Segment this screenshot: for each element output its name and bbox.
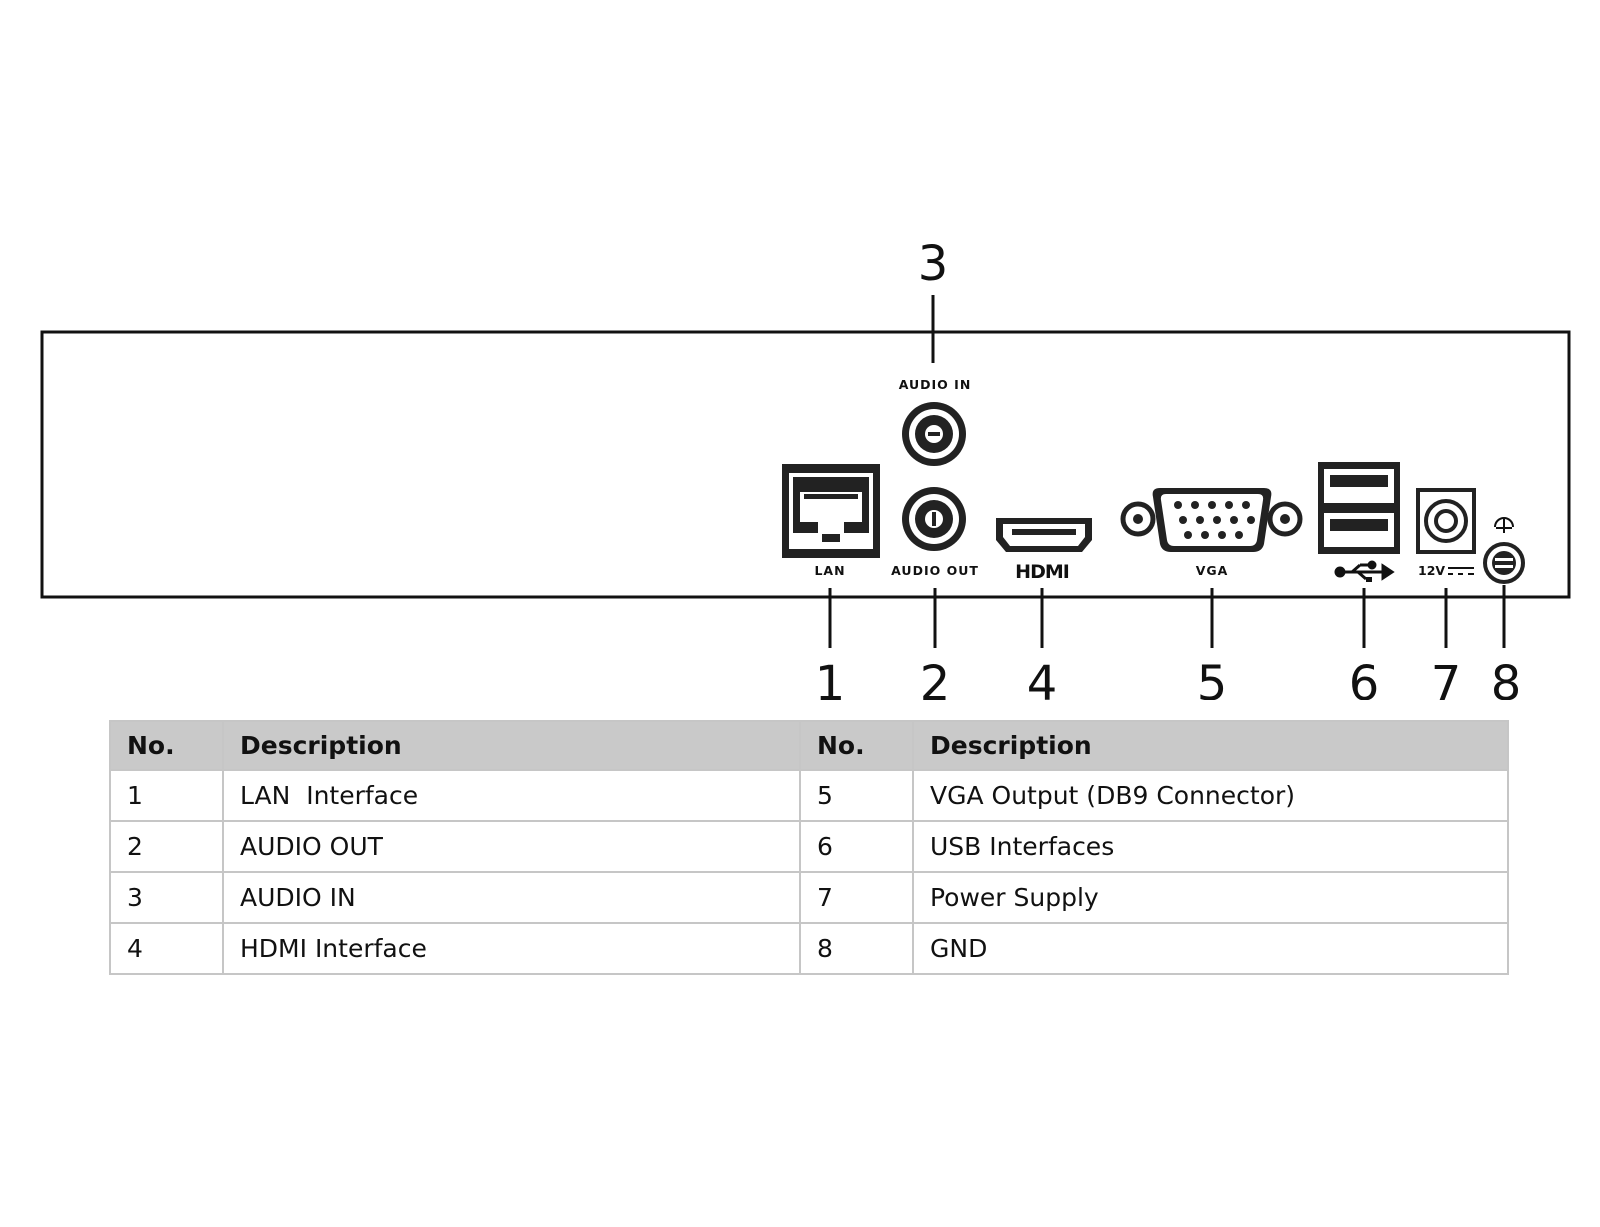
hdmi-logo-label: HDMI xyxy=(1015,561,1069,583)
power-jack-icon xyxy=(1416,488,1476,554)
cell-description: AUDIO IN xyxy=(222,871,801,924)
cell-no-2: 6 xyxy=(799,820,914,873)
table-row: 2 AUDIO OUT 6 USB Interfaces xyxy=(109,820,1509,873)
ground-symbol-icon xyxy=(1494,517,1514,533)
cell-no: 2 xyxy=(109,820,224,873)
lan-label: LAN xyxy=(814,563,845,578)
callout-3: 3 xyxy=(918,236,949,292)
audio-out-jack-icon xyxy=(902,487,966,551)
port-description-table: No. Description No. Description 1 LAN In… xyxy=(109,720,1509,975)
cell-no-2: 8 xyxy=(799,922,914,975)
power-label: 12V xyxy=(1418,563,1445,578)
hdmi-port-icon xyxy=(996,518,1092,552)
cell-description-2: Power Supply xyxy=(912,871,1509,924)
cell-no-2: 7 xyxy=(799,871,914,924)
cell-no-2: 5 xyxy=(799,769,914,822)
usb-ports-icon xyxy=(1318,462,1400,554)
cell-no: 4 xyxy=(109,922,224,975)
dc-symbol-icon xyxy=(1448,567,1474,575)
cell-description-2: USB Interfaces xyxy=(912,820,1509,873)
cell-no: 1 xyxy=(109,769,224,822)
callout-8: 8 xyxy=(1491,656,1522,700)
table-row: 4 HDMI Interface 8 GND xyxy=(109,922,1509,975)
cell-description: HDMI Interface xyxy=(222,922,801,975)
cell-description: AUDIO OUT xyxy=(222,820,801,873)
vga-port-icon xyxy=(1120,488,1303,552)
cell-description-2: VGA Output (DB9 Connector) xyxy=(912,769,1509,822)
cell-description: LAN Interface xyxy=(222,769,801,822)
header-no: No. xyxy=(109,720,224,771)
callout-6: 6 xyxy=(1349,656,1380,700)
callout-lines-bottom xyxy=(828,585,1506,648)
callout-1: 1 xyxy=(815,656,846,700)
audio-in-jack-icon xyxy=(902,402,966,466)
lan-port-icon xyxy=(782,464,880,558)
header-description-2: Description xyxy=(912,720,1509,771)
table-row: 3 AUDIO IN 7 Power Supply xyxy=(109,871,1509,924)
header-no-2: No. xyxy=(799,720,914,771)
table-row: 1 LAN Interface 5 VGA Output (DB9 Connec… xyxy=(109,769,1509,822)
callout-4: 4 xyxy=(1027,656,1058,700)
rear-panel-diagram: 3 AUDIO IN AUDIO OUT LAN HDMI xyxy=(40,236,1571,700)
ground-terminal-icon xyxy=(1483,542,1525,584)
callout-5: 5 xyxy=(1197,656,1228,700)
usb-trident-icon xyxy=(1334,560,1395,582)
audio-in-label: AUDIO IN xyxy=(899,377,972,392)
header-description: Description xyxy=(222,720,801,771)
table-header-row: No. Description No. Description xyxy=(109,720,1509,771)
vga-label: VGA xyxy=(1196,563,1229,578)
callout-2: 2 xyxy=(920,656,951,700)
audio-out-label: AUDIO OUT xyxy=(891,563,979,578)
callout-7: 7 xyxy=(1431,656,1462,700)
cell-description-2: GND xyxy=(912,922,1509,975)
cell-no: 3 xyxy=(109,871,224,924)
